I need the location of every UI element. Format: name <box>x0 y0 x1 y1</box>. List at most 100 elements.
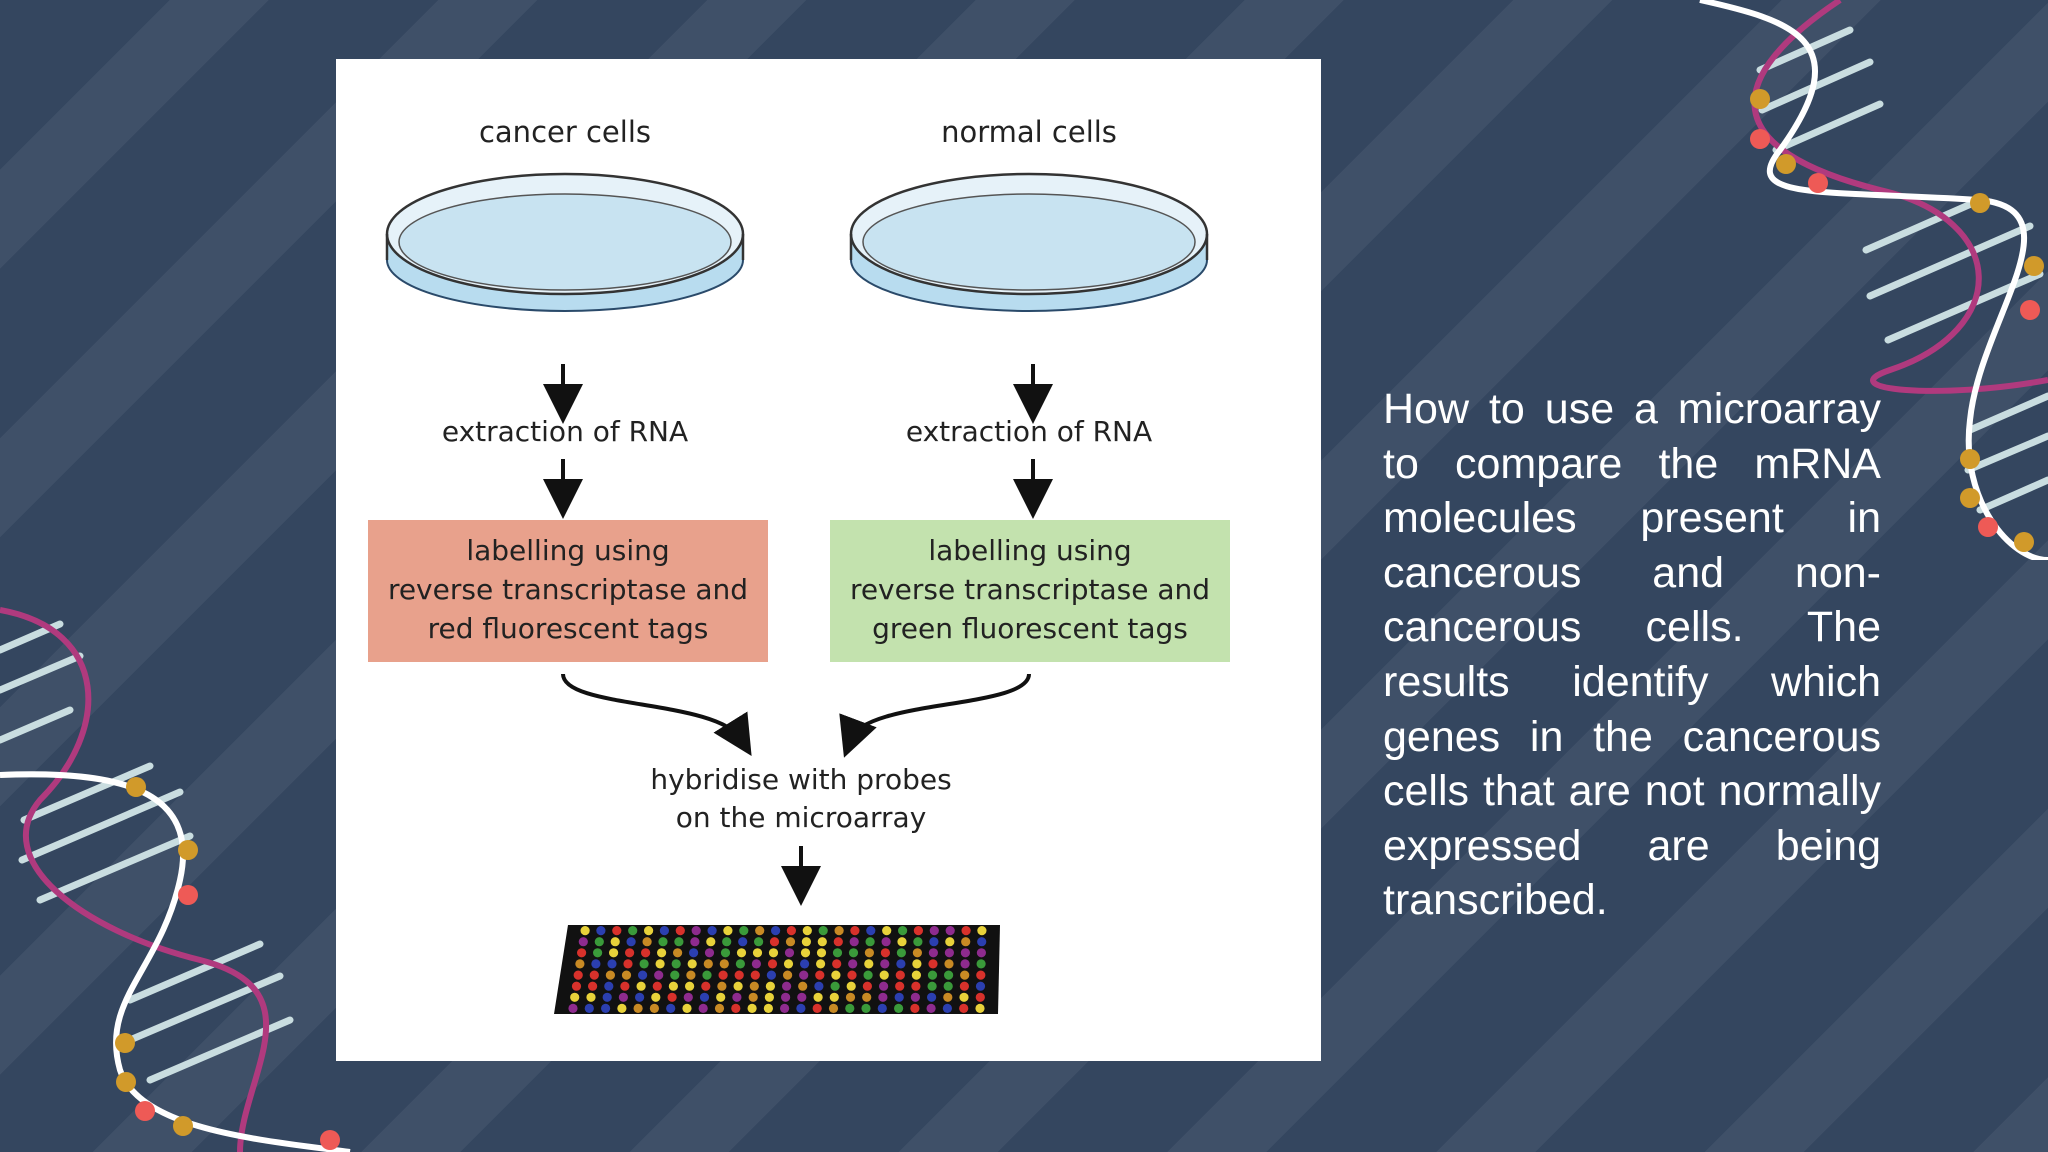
microarray-spot <box>702 970 712 980</box>
microarray-spot <box>577 948 587 958</box>
microarray-spot <box>911 970 922 980</box>
microarray-spot <box>862 992 872 1002</box>
microarray-spot <box>687 959 697 969</box>
microarray-spot <box>755 926 765 936</box>
microarray-spot <box>586 992 596 1002</box>
microarray-spot <box>927 992 937 1002</box>
microarray-spot <box>706 937 716 947</box>
microarray-spot <box>636 981 646 991</box>
microarray-spot <box>828 1003 839 1014</box>
microarray-spot <box>651 992 661 1002</box>
microarray-spot <box>882 926 892 936</box>
microarray-spot <box>714 1003 725 1014</box>
microarray-spot <box>797 992 807 1002</box>
microarray-spot <box>766 970 776 980</box>
microarray-spot <box>961 937 971 947</box>
microarray-spot <box>928 948 939 958</box>
microarray-spot <box>690 937 700 947</box>
microarray-spot <box>659 926 669 936</box>
microarray-spot <box>926 1003 936 1014</box>
microarray-spot <box>707 926 717 936</box>
microarray-spot <box>879 981 889 991</box>
microarray-spot <box>800 948 811 958</box>
microarray-spot <box>959 992 969 1002</box>
microarray-spot <box>571 981 582 991</box>
microarray-spot <box>898 926 908 936</box>
microarray-spot <box>722 937 732 947</box>
microarray-spot <box>686 970 696 980</box>
microarray-spot <box>671 959 681 969</box>
microarray-spot <box>832 959 842 969</box>
microarray-spot <box>862 981 873 991</box>
microarray-spot <box>785 937 796 947</box>
microarray-spot <box>896 959 906 969</box>
microarray-spot <box>667 992 677 1002</box>
microarray-spot <box>749 981 759 991</box>
microarray-spot <box>866 926 876 936</box>
microarray-spot <box>802 926 812 936</box>
microarray-spot <box>878 992 888 1002</box>
microarray-spot <box>944 959 954 969</box>
microarray-spot <box>977 926 987 936</box>
green-box-line-3: green fluorescent tags <box>872 612 1188 645</box>
microarray-spot <box>764 992 774 1002</box>
microarray-spot <box>641 948 651 958</box>
microarray-spot <box>668 981 678 991</box>
microarray-spot <box>975 981 986 991</box>
microarray-spot <box>723 926 733 936</box>
microarray-spot <box>912 959 922 969</box>
microarray-spot <box>703 959 713 969</box>
microarray-spot <box>812 1003 822 1014</box>
microarray-spot <box>976 959 986 969</box>
microarray-spot <box>942 1003 953 1014</box>
microarray-spot <box>945 926 955 936</box>
microarray-spot <box>798 981 808 991</box>
microarray-spot <box>847 970 857 980</box>
microarray-spot <box>863 970 873 980</box>
microarray-spot <box>816 948 827 958</box>
microarray-spot <box>976 970 986 980</box>
right-petri-dish-icon <box>849 172 1209 312</box>
microarray-spot <box>834 926 844 936</box>
microarray-spot <box>736 948 747 958</box>
microarray-spot <box>658 937 668 947</box>
microarray-spot <box>719 959 729 969</box>
microarray-spot <box>943 992 953 1002</box>
microarray-spot <box>928 959 938 969</box>
microarray-spot <box>813 992 823 1002</box>
microarray-spot <box>620 981 630 991</box>
microarray-spot <box>751 959 761 969</box>
microarray-spot <box>831 970 841 980</box>
microarray-spot <box>674 937 684 947</box>
microarray-spot <box>817 937 827 947</box>
microarray-spot <box>913 926 924 936</box>
diagram-svg: cancer cells normal cells <box>368 115 1230 1014</box>
left-extraction-label: extraction of RNA <box>442 415 688 448</box>
microarray-spot <box>783 970 793 980</box>
microarray-spot <box>738 937 748 947</box>
microarray-spot <box>575 959 585 969</box>
microarray-spot <box>589 970 599 980</box>
microarray-spot <box>625 948 635 958</box>
microarray-spot <box>845 992 856 1002</box>
microarray-spot <box>748 992 758 1002</box>
microarray-spot <box>635 992 645 1002</box>
microarray-spot <box>718 970 728 980</box>
microarray-spot <box>976 948 987 958</box>
microarray-spot <box>639 959 649 969</box>
microarray-spot <box>604 981 614 991</box>
microarray-spot <box>960 970 970 980</box>
microarray-spot <box>609 948 619 958</box>
microarray-spot <box>596 926 606 936</box>
microarray-spot <box>673 948 683 958</box>
microarray-spot <box>880 959 890 969</box>
microarray-spot <box>784 948 795 958</box>
microarray-spot <box>864 959 874 969</box>
microarray-spot <box>832 948 843 958</box>
microarray-spot <box>734 970 744 980</box>
microarray-spot <box>929 937 939 947</box>
microarray-spot <box>601 1003 611 1014</box>
microarray-spot <box>765 981 775 991</box>
microarray-spot <box>675 926 685 936</box>
red-label-box <box>368 520 768 662</box>
